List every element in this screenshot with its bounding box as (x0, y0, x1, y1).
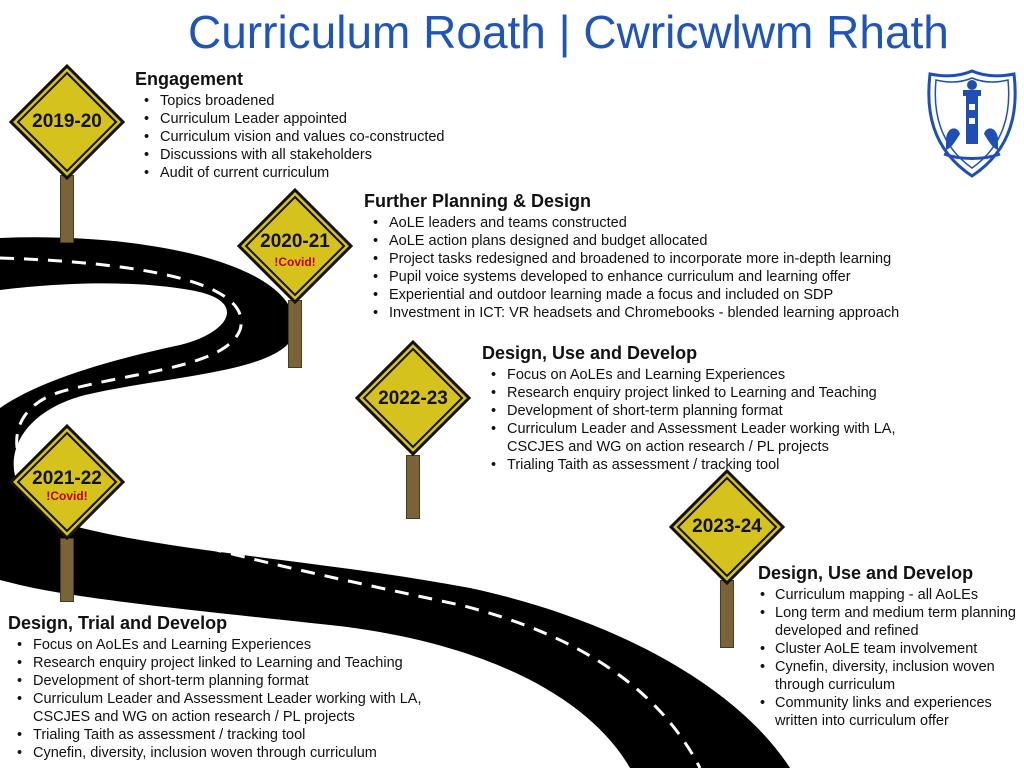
diamond-sign-icon (355, 340, 471, 456)
stage-design-use-develop-2022: Design, Use and Develop Focus on AoLEs a… (482, 342, 952, 474)
list-item: Cluster AoLE team involvement (758, 640, 1020, 658)
stage-heading: Engagement (135, 69, 244, 89)
diamond-sign-icon (669, 469, 785, 585)
list-item: Trialing Taith as assessment / tracking … (482, 456, 952, 474)
list-item: Research enquiry project linked to Learn… (482, 384, 952, 402)
year-sign: 2020-21 !Covid! (237, 188, 353, 304)
list-item: Community links and experiences written … (758, 694, 1020, 730)
sign-year: 2020-21 (260, 231, 330, 252)
list-item: Cynefin, diversity, inclusion woven thro… (8, 744, 478, 762)
sign-year: 2021-22 (32, 468, 102, 489)
list-item: Cynefin, diversity, inclusion woven thro… (758, 658, 1020, 694)
list-item: Curriculum Leader and Assessment Leader … (8, 690, 478, 726)
sign-covid-note: !Covid! (274, 255, 316, 269)
diamond-sign-icon (9, 64, 125, 180)
diamond-sign-icon (237, 188, 353, 304)
stage-list: Focus on AoLEs and Learning Experiences … (482, 366, 952, 474)
year-sign: 2023-24 (669, 469, 785, 585)
list-item: Curriculum Leader appointed (135, 110, 495, 128)
road-shape (0, 237, 790, 768)
page-title: Curriculum Roath | Cwricwlwm Rhath (188, 6, 949, 58)
road-centerline (0, 256, 702, 768)
year-sign: 2021-22 !Covid! (9, 424, 125, 540)
list-item: Trialing Taith as assessment / tracking … (8, 726, 478, 744)
list-item: Development of short-term planning forma… (482, 402, 952, 420)
list-item: Focus on AoLEs and Learning Experiences (8, 636, 478, 654)
stage-engagement: Engagement Topics broadened Curriculum L… (135, 68, 495, 182)
list-item: Development of short-term planning forma… (8, 672, 478, 690)
sign-year: 2023-24 (692, 516, 762, 537)
list-item: Curriculum Leader and Assessment Leader … (482, 420, 952, 456)
sign-year: 2019-20 (32, 111, 102, 132)
list-item: Discussions with all stakeholders (135, 146, 495, 164)
list-item: Project tasks redesigned and broadened t… (364, 250, 1004, 268)
sign-post (406, 455, 420, 519)
stage-design-trial-develop: Design, Trial and Develop Focus on AoLEs… (8, 612, 478, 762)
list-item: Focus on AoLEs and Learning Experiences (482, 366, 952, 384)
list-item: Long term and medium term planning devel… (758, 604, 1020, 640)
sign-year: 2022-23 (378, 388, 448, 409)
school-crest-icon (927, 69, 1017, 178)
stage-further-planning: Further Planning & Design AoLE leaders a… (364, 190, 1004, 322)
year-sign: 2019-20 (9, 64, 125, 180)
sign-covid-note: !Covid! (46, 489, 88, 503)
list-item: Investment in ICT: VR headsets and Chrom… (364, 304, 1004, 322)
list-item: AoLE action plans designed and budget al… (364, 232, 1004, 250)
stage-heading: Design, Use and Develop (758, 563, 974, 583)
stage-heading: Design, Trial and Develop (8, 613, 228, 633)
year-sign: 2022-23 (355, 340, 471, 456)
sign-post (60, 175, 74, 243)
stage-list: Topics broadened Curriculum Leader appoi… (135, 92, 495, 182)
sign-post (720, 580, 734, 648)
diamond-sign-icon (9, 424, 125, 540)
list-item: Experiential and outdoor learning made a… (364, 286, 1004, 304)
stage-list: AoLE leaders and teams constructed AoLE … (364, 214, 1004, 322)
stage-heading: Further Planning & Design (364, 191, 592, 211)
list-item: AoLE leaders and teams constructed (364, 214, 1004, 232)
stage-heading: Design, Use and Develop (482, 343, 698, 363)
list-item: Pupil voice systems developed to enhance… (364, 268, 1004, 286)
sign-post (288, 300, 302, 368)
stage-design-use-develop-2023: Design, Use and Develop Curriculum mappi… (758, 562, 1020, 730)
list-item: Audit of current curriculum (135, 164, 495, 182)
sign-post (60, 538, 74, 602)
list-item: Topics broadened (135, 92, 495, 110)
list-item: Curriculum vision and values co-construc… (135, 128, 495, 146)
stage-list: Focus on AoLEs and Learning Experiences … (8, 636, 478, 762)
list-item: Research enquiry project linked to Learn… (8, 654, 478, 672)
list-item: Curriculum mapping - all AoLEs (758, 586, 1020, 604)
stage-list: Curriculum mapping - all AoLEs Long term… (758, 586, 1020, 730)
